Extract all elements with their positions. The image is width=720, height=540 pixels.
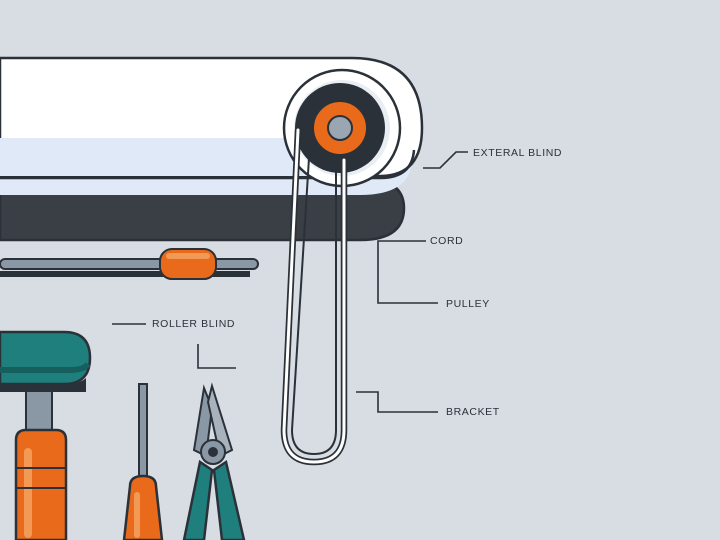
mallet-icon <box>0 330 92 540</box>
cord-loop-icon <box>280 126 348 466</box>
screwdriver-icon <box>122 383 164 540</box>
label-cord: CORD <box>430 235 464 247</box>
pliers-icon <box>182 382 246 540</box>
label-bracket: BRACKET <box>446 406 500 418</box>
label-roller-blind: ROLLER BLIND <box>152 318 236 330</box>
leader-lines <box>112 151 468 413</box>
label-external-blind: EXTERAL BLIND <box>473 147 563 159</box>
label-pulley: PULLEY <box>446 298 490 310</box>
screwdriver-rod-icon <box>0 248 259 280</box>
